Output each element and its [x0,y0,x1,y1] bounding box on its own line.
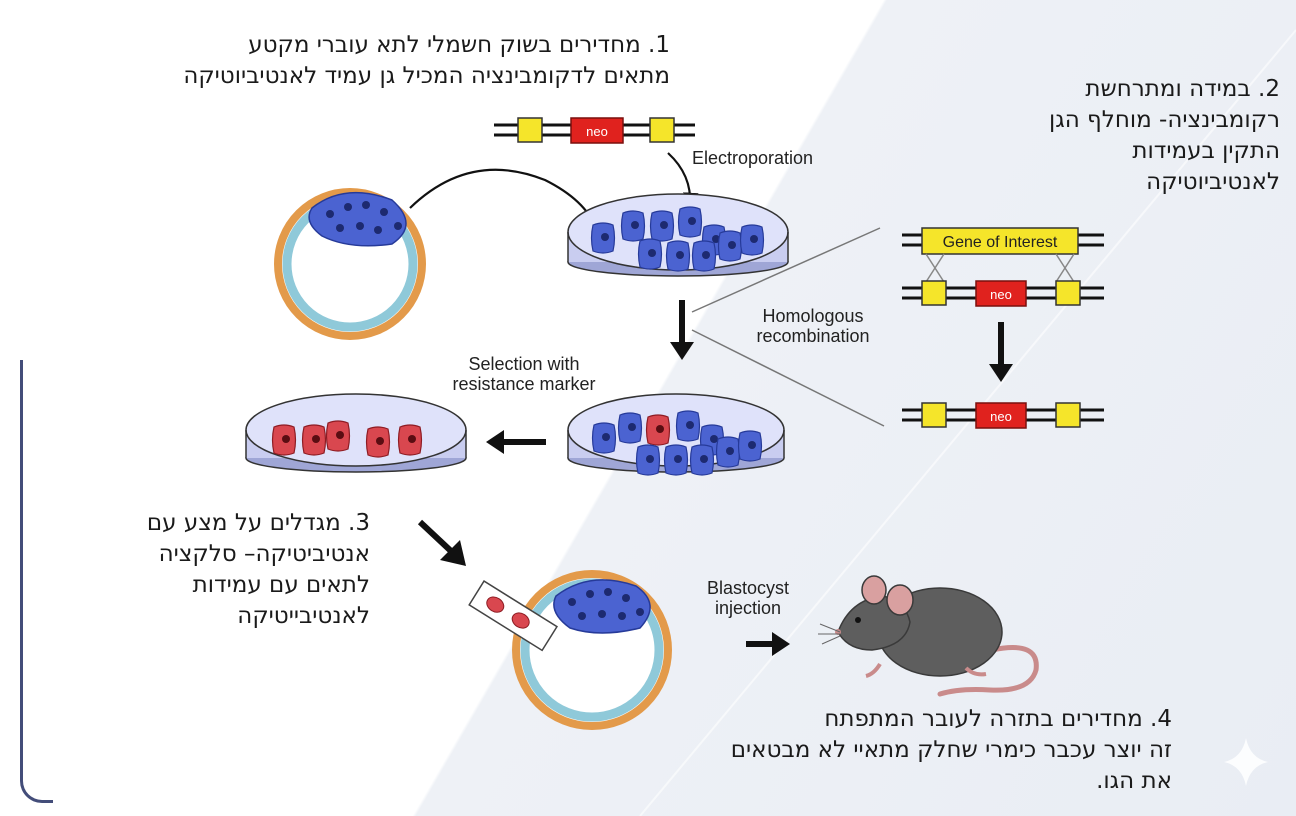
step4-line1: 4. מחדירים בתזרה לעובר המתפתח [824,706,1172,732]
homologous-line2: recombination [756,326,870,346]
blastocyst-line1: Blastocyst [706,578,790,598]
selection-line1: Selection with [468,354,580,374]
homologous-line1: Homologous [762,306,864,326]
dish-selected [245,393,467,473]
step1-line2: מתאים לדקומבינציה המכיל גן עמיד לאנטיביו… [183,63,670,89]
neo-box [570,117,624,144]
step2-line2: רקומבינציה- מוחלף הגן [1048,107,1280,133]
blastocyst-injection [468,570,672,730]
homology-arm-right [649,117,675,143]
injection-needle [468,580,558,652]
dish-mixed [567,393,785,476]
blastocyst-injection-label: Blastocyst injection [688,578,808,618]
blastocyst-line2: injection [714,598,782,618]
step3-line4: לאנטיבייטיקה [237,603,370,629]
targeting-vector-top: neo [494,117,695,144]
harvest-arrow-icon [409,168,599,231]
sparkle-icon [1224,738,1268,786]
electroporation-label: Electroporation [692,148,813,168]
background-divider [639,29,1296,816]
blastocyst-source [274,188,426,340]
step2-line3: התקין בעמידות [1132,138,1280,164]
chimeric-mouse [818,575,1039,697]
diagonal-arrow-icon [417,519,455,555]
zoom-line-top [691,227,881,313]
neo-label: neo [586,124,608,139]
step2-line1: 2. במידה ומתרחשת [1085,76,1280,102]
neo-label-vector: neo [990,287,1012,302]
mouse-tail [937,645,1039,697]
step2-text: 2. במידה ומתרחשת רקומבינציה- מוחלף הגן ה… [1049,74,1280,198]
step3-text: 3. מגדלים על מצע עם אנטיביטיקה– סלקציה ל… [147,508,370,632]
step3-line2: אנטיביטיקה– סלקציה [158,541,370,567]
homologous-recombination-label: Homologous recombination [738,306,888,346]
electroporation-text: Electroporation [692,148,814,168]
inner-cell-mass [308,191,407,247]
gene-of-interest-label: Gene of Interest [943,234,1058,251]
inner-cell-mass-2 [553,579,651,634]
step2-line4: לאנטיביוטיקה [1146,169,1280,195]
selection-line2: resistance marker [452,374,596,394]
selection-label: Selection with resistance marker [424,354,624,394]
dish-electroporated [567,193,789,277]
step3-line3: לתאים עם עמידות [192,572,370,598]
recombination-panel: Gene of Interest neo neo [902,227,1104,429]
step4-line3: את הגו. [1096,768,1172,794]
corner-frame [20,360,53,803]
step1-text: 1. מחדירים בשוק חשמלי לתא עוברי מקטע מתא… [183,30,670,92]
step4-line2: זה יוצר עכבר כימרי שחלק מתאיי לא מבטאים [730,737,1172,763]
step4-text: 4. מחדירים בתזרה לעובר המתפתח זה יוצר עכ… [731,704,1172,797]
gene-of-interest-box [921,227,1079,255]
step3-line1: 3. מגדלים על מצע עם [146,510,370,536]
step1-line1: 1. מחדירים בשוק חשמלי לתא עוברי מקטע [248,32,670,58]
homology-arm-left [517,117,543,143]
zoom-line-bottom [691,329,885,427]
neo-label-result: neo [990,409,1012,424]
